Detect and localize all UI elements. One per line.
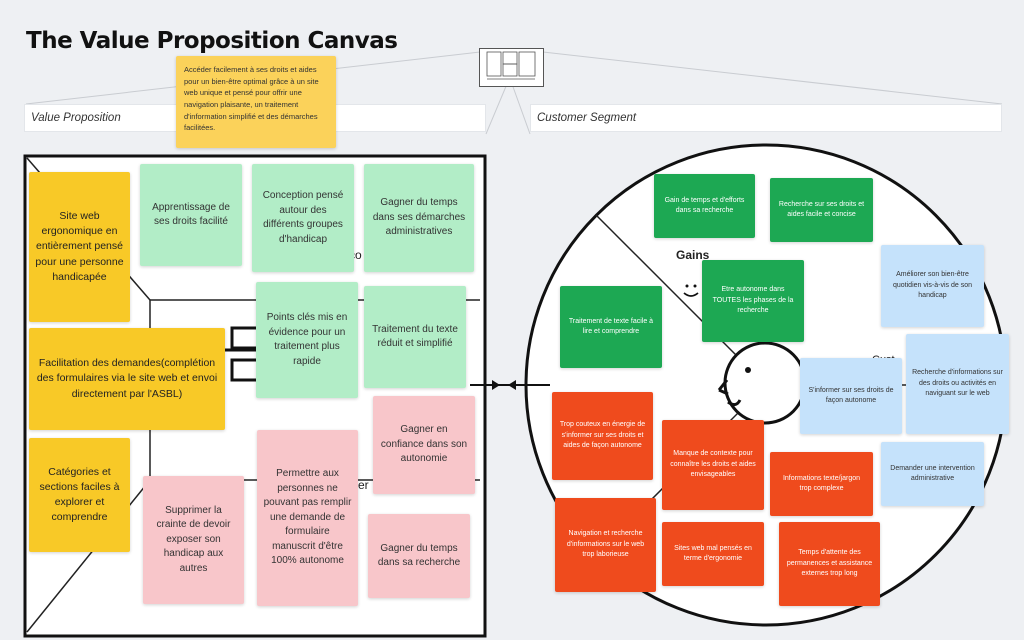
pain-note[interactable]: Manque de contexte pour connaître les dr… xyxy=(662,420,764,510)
gain-note[interactable]: Etre autonome dans TOUTES les phases de … xyxy=(702,260,804,342)
gain-creator-note[interactable]: Conception pensé autour des différents g… xyxy=(252,164,354,272)
pain-reliever-note[interactable]: Gagner en confiance dans son autonomie xyxy=(373,396,475,494)
pain-reliever-note[interactable]: Permettre aux personnes ne pouvant pas r… xyxy=(257,430,358,606)
customer-job-note[interactable]: Recherche d'informations sur des droits … xyxy=(906,334,1009,434)
gain-creator-note[interactable]: Apprentissage de ses droits facilité xyxy=(140,164,242,266)
pain-note[interactable]: Trop couteux en énergie de s'informer su… xyxy=(552,392,653,480)
pain-note[interactable]: Informations texte/jargon trop complexe xyxy=(770,452,873,516)
pain-reliever-note[interactable]: Gagner du temps dans sa recherche xyxy=(368,514,470,598)
value-proposition-statement-note[interactable]: Accéder facilement à ses droits et aides… xyxy=(176,56,336,148)
pain-note[interactable]: Sites web mal pensés en terme d'ergonomi… xyxy=(662,522,764,586)
pain-note[interactable]: Temps d'attente des permanences et assis… xyxy=(779,522,880,606)
page-title: The Value Proposition Canvas xyxy=(26,28,398,54)
product-note[interactable]: Catégories et sections faciles à explore… xyxy=(29,438,130,552)
customer-job-note[interactable]: Améliorer son bien-être quotidien vis-à-… xyxy=(881,245,984,327)
gain-creator-note[interactable]: Traitement du texte réduit et simplifié xyxy=(364,286,466,388)
customer-segment-header: Customer Segment xyxy=(530,104,1002,132)
gain-note[interactable]: Traitement de texte facile à lire et com… xyxy=(560,286,662,368)
product-note[interactable]: Site web ergonomique en entièrement pens… xyxy=(29,172,130,322)
customer-job-note[interactable]: Demander une intervention administrative xyxy=(881,442,984,506)
product-note[interactable]: Facilitation des demandes(complétion des… xyxy=(29,328,225,430)
pain-note[interactable]: Navigation et recherche d'informations s… xyxy=(555,498,656,592)
gain-note[interactable]: Recherche sur ses droits et aides facile… xyxy=(770,178,873,242)
partial-label-relievers: er xyxy=(358,478,369,492)
gain-creator-note[interactable]: Points clés mis en évidence pour un trai… xyxy=(256,282,358,398)
gains-label: Gains xyxy=(676,248,710,262)
canvas-thumbnail[interactable] xyxy=(479,48,545,88)
customer-job-note[interactable]: S'informer sur ses droits de façon auton… xyxy=(800,358,902,434)
pain-reliever-note[interactable]: Supprimer la crainte de devoir exposer s… xyxy=(143,476,244,604)
gain-creator-note[interactable]: Gagner du temps dans ses démarches admin… xyxy=(364,164,474,272)
gain-note[interactable]: Gain de temps et d'efforts dans sa reche… xyxy=(654,174,755,238)
